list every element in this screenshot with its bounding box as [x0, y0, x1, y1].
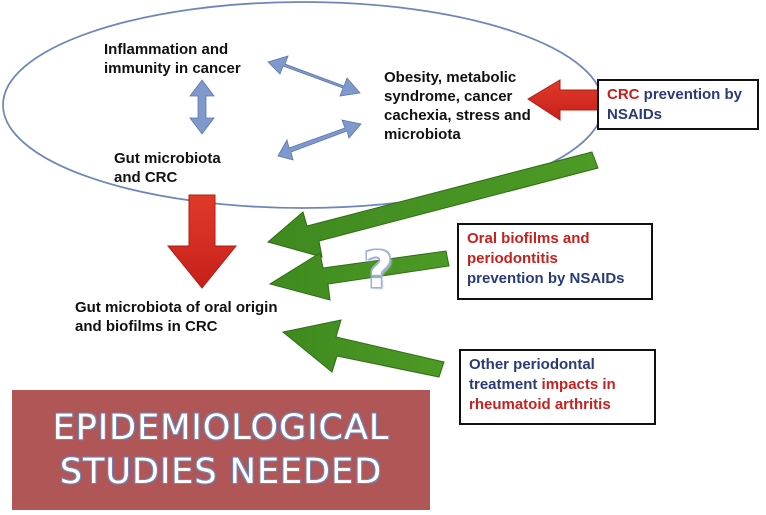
banner-text: EPIDEMIOLOGICAL STUDIES NEEDED	[52, 408, 390, 492]
blue-double-arrow-inflammation-obesity	[267, 55, 361, 97]
red-arrow-down	[166, 194, 238, 289]
epidemiological-banner: EPIDEMIOLOGICAL STUDIES NEEDED	[12, 390, 430, 510]
green-arrow-from-crc-prevention	[266, 151, 599, 258]
box-crc-prevention: CRC prevention by NSAIDs	[597, 79, 759, 130]
node-obesity-metabolic: Obesity, metabolic syndrome, cancer cach…	[384, 69, 531, 143]
green-arrow-from-periodontal	[281, 319, 445, 378]
green-arrow-from-oral-biofilms	[268, 250, 450, 301]
box-oral-biofilms: Oral biofilms and periodontitis preventi…	[457, 223, 653, 300]
node-inflammation-immunity: Inflammation and immunity in cancer	[104, 41, 241, 77]
node-gut-microbiota-oral-origin: Gut microbiota of oral origin and biofil…	[75, 299, 278, 335]
box-other-periodontal: Other periodontal treatment impacts in r…	[459, 349, 656, 425]
box-oral-biofilms-title: Oral biofilms and periodontitis	[467, 230, 590, 267]
box-other-periodontal-title: Other periodontal treatment	[469, 356, 595, 393]
box-crc-prevention-crc: CRC	[607, 86, 640, 103]
red-arrow-crc-prevention	[527, 79, 601, 121]
blue-double-arrow-gut-obesity	[277, 119, 362, 161]
node-gut-microbiota-crc: Gut microbiota and CRC	[114, 150, 221, 186]
box-oral-biofilms-rest: prevention by NSAIDs	[467, 270, 625, 287]
blue-double-arrow-vertical	[189, 79, 215, 135]
box-crc-prevention-rest: prevention by NSAIDs	[607, 86, 743, 123]
question-mark: ?	[363, 241, 393, 299]
box-other-periodontal-rest: impacts in rheumatoid arthritis	[469, 376, 616, 413]
